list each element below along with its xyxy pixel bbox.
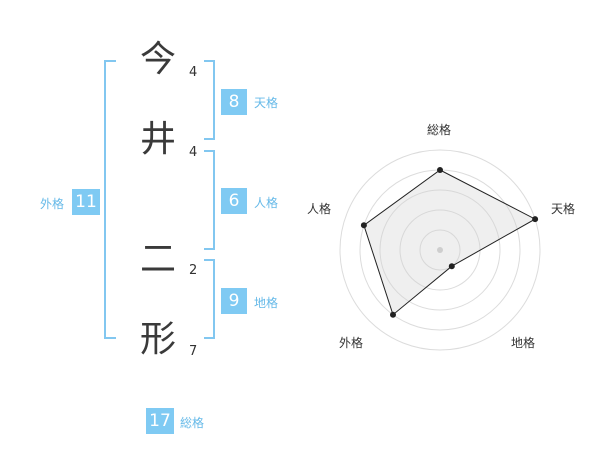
chikaku-bracket bbox=[204, 259, 215, 339]
soukaku-label: 総格 bbox=[180, 416, 205, 430]
radar-ring bbox=[339, 149, 541, 351]
radar-label-jinkaku: 人格 bbox=[307, 202, 332, 216]
tenkaku-score-badge: 8 bbox=[221, 89, 247, 115]
name-char-3: 二 bbox=[139, 239, 176, 280]
tenkaku-bracket bbox=[204, 60, 215, 140]
name-char-1: 今 bbox=[139, 39, 176, 80]
radar-point-2 bbox=[532, 216, 539, 223]
radar-center bbox=[437, 247, 443, 253]
chikaku-label: 地格 bbox=[254, 296, 279, 310]
soukaku-score-badge: 17 bbox=[146, 408, 174, 434]
radar-series-polygon bbox=[363, 169, 537, 316]
chikaku-score-badge: 9 bbox=[221, 288, 247, 314]
jinkaku-label: 人格 bbox=[254, 196, 279, 210]
stroke-count-4: 7 bbox=[189, 344, 198, 359]
radar-label-chikaku: 地格 bbox=[511, 336, 536, 350]
name-char-4: 形 bbox=[139, 319, 176, 360]
gaikaku-score-badge: 11 bbox=[72, 189, 100, 215]
radar-ring bbox=[419, 229, 461, 271]
gaikaku-label: 外格 bbox=[40, 197, 65, 211]
radar-chart bbox=[339, 149, 541, 351]
radar-label-soukaku: 総格 bbox=[427, 123, 452, 137]
jinkaku-bracket bbox=[204, 150, 215, 250]
stroke-count-2: 4 bbox=[189, 145, 198, 160]
name-char-2: 井 bbox=[139, 119, 176, 160]
jinkaku-score-badge: 6 bbox=[221, 188, 247, 214]
tenkaku-label: 天格 bbox=[254, 96, 279, 110]
gaikaku-bracket bbox=[104, 60, 116, 339]
radar-point-4 bbox=[390, 311, 396, 318]
stroke-count-1: 4 bbox=[189, 65, 198, 80]
radar-point-3 bbox=[448, 263, 455, 270]
stroke-count-3: 2 bbox=[189, 263, 198, 278]
radar-ring bbox=[379, 189, 501, 311]
radar-point-1 bbox=[437, 167, 443, 173]
radar-label-gaikaku: 外格 bbox=[339, 336, 364, 350]
radar-point-5 bbox=[360, 222, 367, 229]
radar-label-tenkaku: 天格 bbox=[551, 202, 576, 216]
